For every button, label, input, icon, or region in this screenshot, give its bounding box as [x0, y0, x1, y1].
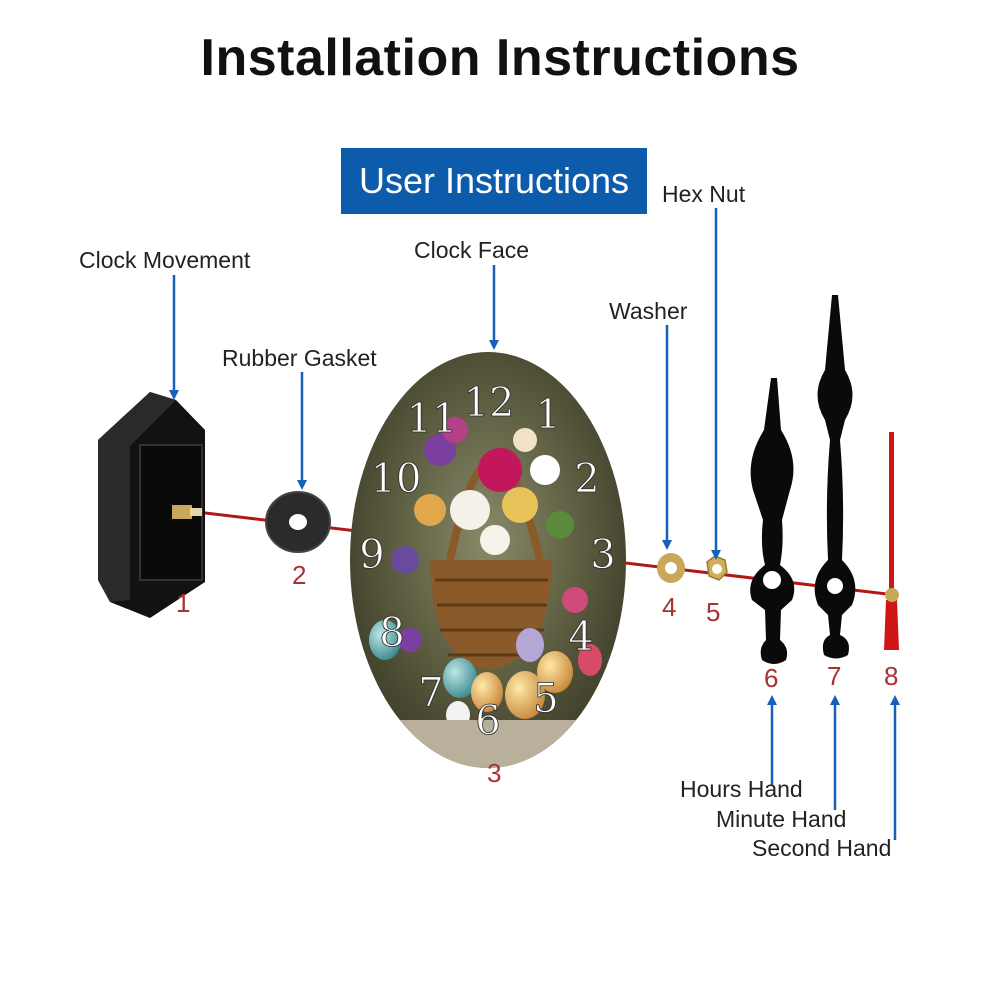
clock-face-part [350, 352, 626, 768]
dial-numeral: 1 [535, 392, 560, 438]
label-rubber-gasket: Rubber Gasket [222, 345, 377, 371]
dial-numeral: 6 [475, 698, 500, 744]
label-hours-hand: Hours Hand [680, 776, 803, 802]
dial-numeral: 5 [533, 676, 558, 722]
part-number-2: 2 [292, 560, 307, 590]
minute-hand-part [814, 295, 856, 659]
label-washer: Washer [609, 298, 688, 324]
rubber-gasket-part [265, 491, 331, 553]
label-second-hand: Second Hand [752, 835, 892, 861]
dial-numeral: 10 [371, 456, 422, 502]
hex-nut-part [706, 555, 728, 581]
dial-numeral: 9 [359, 532, 384, 578]
dial-numeral: 8 [379, 610, 404, 656]
dial-numeral: 2 [574, 456, 599, 502]
part-number-3: 3 [487, 758, 502, 788]
label-clock-movement: Clock Movement [79, 247, 251, 273]
dial-numeral: 11 [407, 396, 458, 442]
dial-numeral: 7 [418, 670, 443, 716]
washer-part [657, 553, 685, 583]
label-clock-face: Clock Face [414, 237, 530, 263]
part-number-7: 7 [827, 661, 842, 691]
dial-numeral: 4 [568, 614, 593, 660]
part-number-5: 5 [706, 597, 721, 627]
part-number-8: 8 [884, 661, 899, 691]
part-number-4: 4 [662, 592, 677, 622]
hours-hand-part [750, 378, 795, 664]
second-hand-part [884, 432, 899, 650]
part-number-6: 6 [764, 663, 779, 693]
clock-movement-part [98, 392, 205, 618]
page-title: Installation Instructions [200, 29, 800, 87]
label-hex-nut: Hex Nut [662, 181, 746, 207]
dial-numerals: 12 1 2 3 4 5 6 7 8 9 10 11 [359, 380, 616, 745]
dial-numeral: 3 [590, 532, 615, 578]
part-number-1: 1 [176, 588, 191, 618]
label-minute-hand: Minute Hand [716, 806, 847, 832]
subtitle-banner: User Instructions [341, 148, 647, 214]
dial-numeral: 12 [464, 380, 515, 426]
